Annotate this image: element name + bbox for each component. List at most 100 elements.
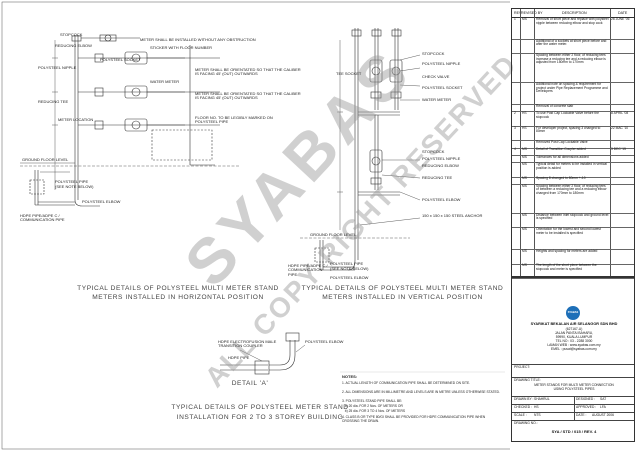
tb-divider-3 [512, 396, 634, 397]
label-meter-note-a: METER SHALL BE INSTALLED WITHOUT ANY OBS… [140, 37, 256, 42]
label-hdpe-pipe-v: HDPE PIPE/ADPE C / COMMUNICATION PIPE [288, 263, 328, 277]
drawing-title-1: METER STANDS FOR MULTI METER CONNECTION [534, 383, 614, 387]
label-meter-note-b: STICKER WITH FLOOR NUMBER [150, 45, 213, 50]
label-hdpe-pipe-h: HDPE PIPE/ADPE C / COMMUNICATION PIPE [20, 213, 65, 223]
company-name: SYARIKAT BEKALAN AIR SELANGOR SDN BHD [530, 322, 618, 326]
caption-storey-2: INSTALLATION FOR 2 TO 3 STOREY BUILDING [176, 414, 344, 421]
label-water-meter-v: WATER METER [422, 97, 452, 102]
label-meter-location-h: METER LOCATION [58, 117, 94, 122]
revision-description: To use Post Cap Lockable Valve before th… [536, 111, 599, 119]
drawing-title-label: DRAWING TITLE: [514, 378, 541, 382]
caption-vertical-2: METERS INSTALLED IN VERTICAL POSITION [322, 294, 483, 301]
label-polysteel-nipple-v: POLYSTEEL NIPPLE [422, 61, 461, 66]
company-logo-text: SYABAS [567, 311, 579, 314]
revised-by: MS [522, 161, 527, 166]
detail-a-drawing [220, 332, 306, 375]
tb-divider-6 [512, 420, 634, 421]
revision-row: Additional of a sockets at short piece b… [512, 39, 634, 55]
note-2: 2. ALL DIMENSIONS ARE IN MILLIMETRE AND … [342, 390, 500, 394]
rev-col-header: REV [514, 10, 522, 15]
revised-by: MS [522, 227, 527, 232]
revision-description: Distance between inlet stopcock and grou… [536, 212, 609, 221]
revision-description: Spacing between either 2 floor, of reduc… [536, 183, 607, 195]
company-address-1: JALAN PANTAI BAHARU, [554, 331, 594, 335]
revised-by: HS [522, 111, 527, 116]
label-meter-note-d: FLOOR NO. TO BE LEGIBLY MARKED ON POLYST… [195, 115, 273, 125]
note-3a: a) 20 dia. FOR 2 Nos. OF METERS OR [342, 404, 403, 408]
label-stopcock-v2: STOPCOCK [422, 149, 445, 154]
label-ground-floor-v: GROUND FLOOR LEVEL [310, 232, 357, 237]
scale-label: SCALE : [514, 413, 527, 417]
label-polysteel-pipe-v: POLYSTEEL PIPE [330, 261, 364, 266]
revised-by: MS [522, 147, 527, 152]
label-meter-note-e: METER SHALL BE ORIENTATED SO THAT THE CA… [195, 91, 301, 101]
company-address-2: 59990, KUALA LUMPUR [555, 335, 593, 339]
label-stopcock-v: STOPCOCK [422, 51, 445, 56]
designed-label: DESIGNED : [576, 397, 596, 401]
revision-date: 8 APRIL '08 [611, 111, 629, 116]
revision-row: MS Spacing between either 2 floor, of red… [512, 184, 634, 214]
label-stopcock-h: STOPCOCK [60, 32, 83, 37]
engineering-drawing [1, 1, 510, 450]
tb-divider-1 [512, 364, 634, 365]
revised-by: MS [522, 183, 527, 188]
revision-description: Removed Post Cap Lockable Valve [536, 140, 588, 145]
revision-number: 3 [514, 125, 516, 130]
label-hdpe-pipe-a: HDPE PIPE [228, 355, 250, 360]
label-polysteel-elbow-h: POLYSTEEL ELBOW [82, 199, 121, 204]
note-3: 3. POLYSTEEL STAND PIPE SHALL BE: [342, 399, 403, 403]
approved-value: LFA [600, 405, 606, 409]
company-tel: TEL NO : 03 - 2288 3000 [555, 339, 593, 343]
label-polysteel-nipple-v2: POLYSTEEL NIPPLE [422, 156, 461, 161]
label-polysteel-elbow-v2: POLYSTEEL ELBOW [330, 275, 369, 280]
tb-divider-4 [512, 404, 634, 405]
approved-label: APPROVED : [576, 405, 597, 409]
label-pipe-sizes-h: (SEE NOTE BELOW) [55, 184, 94, 189]
drawing-title-2: USING POLYSTEEL PIPES [553, 387, 595, 391]
revised-by-col-header: REVISED BY [521, 10, 543, 15]
by-col-divider [534, 9, 535, 276]
revision-row: MS Orientation for the lowest and second … [512, 227, 634, 250]
vertical-stand-drawing [300, 28, 421, 271]
label-water-meter-h: WATER METER [150, 79, 180, 84]
drawn-by-label: DRAWN BY : [514, 397, 534, 401]
date-col-header: DATE [618, 10, 628, 15]
company-website: LAMAN WEB : www.syabas.com.my [547, 343, 601, 347]
horizontal-stand-drawing [20, 34, 240, 207]
revision-description: Orientation for the lowest and second lo… [536, 227, 601, 235]
revised-by: MS [522, 176, 527, 181]
caption-storey-1: TYPICAL DETAILS OF POLYSTEEL METER STAND [171, 404, 349, 411]
designed-value: SAT [600, 397, 607, 401]
tb-divider-2 [512, 377, 634, 378]
revision-date: 22 MAC '10 [611, 125, 629, 130]
label-polysteel-pipe-h: POLYSTEEL PIPE [55, 179, 89, 184]
label-polysteel-socket-h: POLYSTEEL SOCKET [100, 57, 141, 62]
revised-by: HS [522, 125, 527, 130]
revision-row: Spacing between either 2 floor, of reduc… [512, 53, 634, 84]
label-reducing-tee-h: REDUCING TEE [38, 99, 69, 104]
revision-description: Removal of concrete slab [536, 103, 574, 108]
project-label: PROJECT: [514, 365, 530, 369]
date-value: AUGUST 2006 [592, 413, 614, 417]
revision-description: The length of the short piece between th… [536, 263, 597, 271]
revision-row: MS Distance between inlet stopcock and gr… [512, 213, 634, 229]
label-polysteel-socket-v: POLYSTEEL SOCKET [422, 85, 463, 90]
revised-by: MS [522, 212, 527, 217]
drawing-no-label: DRAWING NO.: [514, 421, 538, 425]
title-block: SYABAS SYARIKAT BEKALAN AIR SELANGOR SDN… [511, 277, 635, 442]
caption-horizontal-1: TYPICAL DETAILS OF POLYSTEEL MULTI METER… [77, 285, 279, 292]
rev-col-divider [520, 9, 521, 276]
revision-row: Additional note on spacing & requirement… [512, 82, 634, 105]
label-reducing-elbow-v: REDUCING ELBOW [422, 163, 459, 168]
revision-number: 2 [514, 111, 516, 116]
drawn-by-value: SHAHRUL [534, 397, 550, 401]
label-ground-floor-h: GROUND FLOOR LEVEL [22, 157, 69, 162]
label-check-valve-v: CHECK VALVE [422, 74, 450, 79]
